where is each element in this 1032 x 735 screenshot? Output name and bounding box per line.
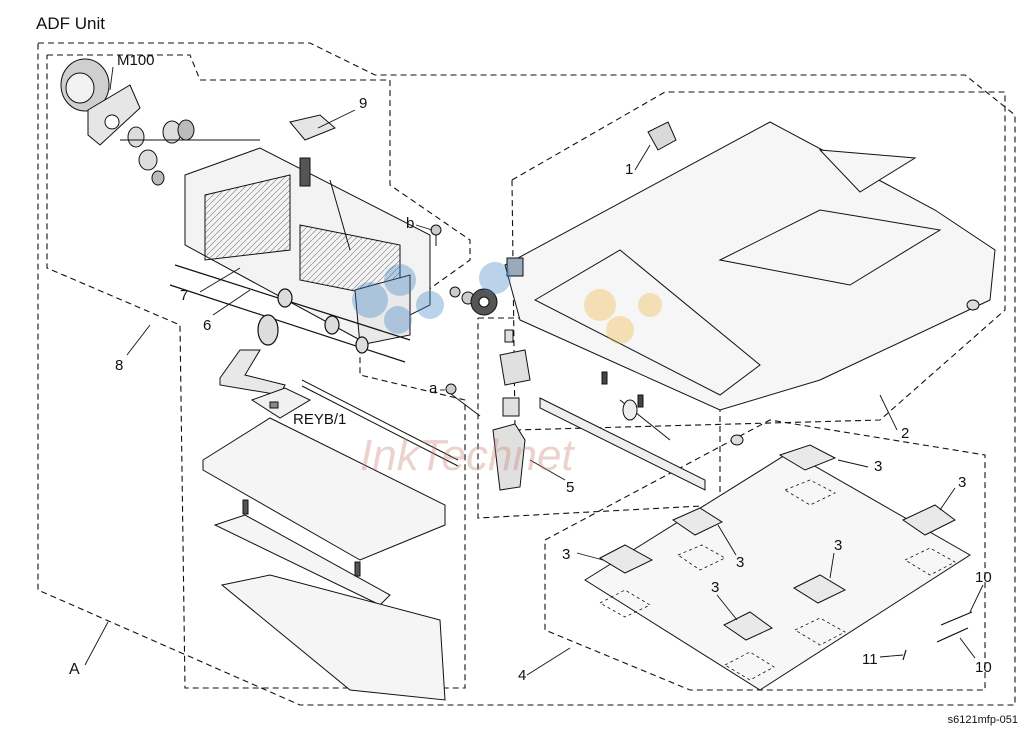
bracket <box>219 349 286 396</box>
watermark: InkTechnet <box>352 262 662 480</box>
roller-shafts <box>169 264 411 363</box>
label-part-9: 9 <box>359 95 368 112</box>
middle-gears <box>449 286 498 316</box>
label-part-3c: 3 <box>562 546 571 563</box>
pads <box>598 444 956 641</box>
label-board-reyb1: REYB/1 <box>293 411 347 428</box>
document-tray <box>504 121 996 411</box>
platen-sheet <box>584 451 971 691</box>
outline-group-4 <box>544 419 986 691</box>
label-part-10b: 10 <box>975 659 992 676</box>
lower-chute <box>202 417 446 701</box>
parts-10-11 <box>902 611 973 661</box>
guide-rail <box>539 371 706 491</box>
label-part-5: 5 <box>566 479 575 496</box>
label-part-3b: 3 <box>958 474 967 491</box>
feeder-assembly <box>184 147 431 346</box>
outline-assembly-a <box>37 42 1016 706</box>
label-part-11: 11 <box>862 651 878 668</box>
screw-b <box>430 224 442 246</box>
label-part-8: 8 <box>115 357 124 374</box>
label-part-1: 1 <box>625 161 634 178</box>
part-5-sensor <box>492 329 531 491</box>
motor-m100 <box>60 58 141 146</box>
label-part-7: 7 <box>180 287 189 304</box>
outline-group-2 <box>511 91 1006 431</box>
pad-outlines <box>599 479 956 681</box>
label-part-6: 6 <box>203 317 212 334</box>
label-part-4: 4 <box>518 667 527 684</box>
label-part-3f: 3 <box>711 579 720 596</box>
label-part-2: 2 <box>901 425 910 442</box>
label-part-3e: 3 <box>834 537 843 554</box>
comb-strip <box>301 379 459 467</box>
label-screw-b: b <box>406 215 415 232</box>
part-9-lever <box>289 114 336 141</box>
label-part-3d: 3 <box>736 554 745 571</box>
label-screw-a: a <box>429 380 438 397</box>
board-reyb1 <box>250 387 312 419</box>
figure-code: s6121mfp-051 <box>947 714 1018 726</box>
label-motor-m100: M100 <box>117 52 155 69</box>
tray-feet <box>730 299 980 446</box>
screw-a <box>445 383 481 417</box>
label-part-3a: 3 <box>874 458 883 475</box>
drive-gears <box>120 119 260 186</box>
watermark-text: InkTechnet <box>360 431 575 480</box>
part-1-hinge <box>647 121 677 151</box>
label-part-10a: 10 <box>975 569 992 586</box>
diagram-title: ADF Unit <box>36 14 105 33</box>
label-assembly-a: A <box>69 661 80 678</box>
leader-lines <box>84 66 984 676</box>
